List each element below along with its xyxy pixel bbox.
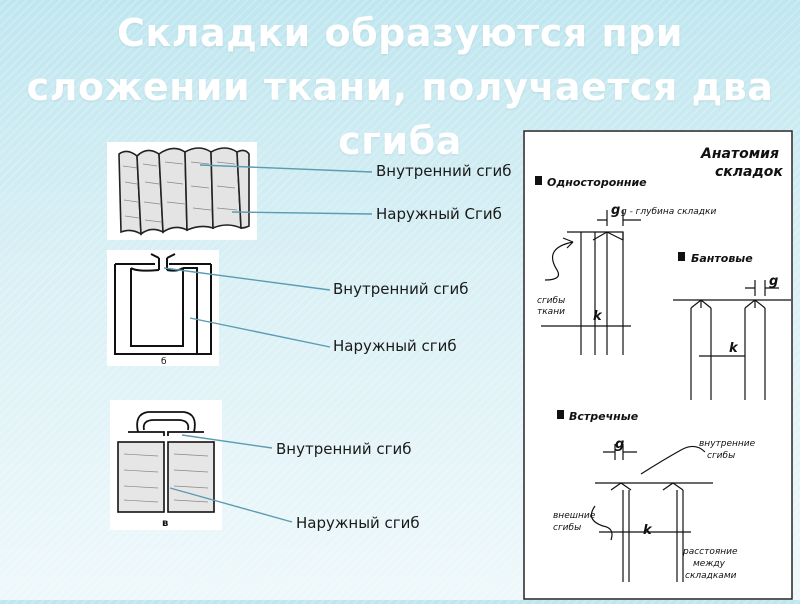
bow-bullet: [678, 252, 685, 261]
bow-g: g: [769, 274, 778, 289]
distance-2: между: [693, 559, 726, 569]
counter-k: k: [643, 523, 653, 538]
one-sided-g: g: [611, 203, 620, 218]
fold-2-inner-label: Внутренний сгиб: [333, 280, 469, 298]
fold-2-letter: б: [161, 357, 167, 366]
counter-g: g: [615, 437, 624, 452]
bends-fabric-2: ткани: [537, 307, 565, 317]
fold-image-1: [107, 142, 257, 240]
one-sided-k: k: [593, 309, 603, 324]
fold-3-outer-label: Наружный сгиб: [296, 514, 420, 532]
anatomy-title-2: складок: [715, 164, 783, 180]
counter-bullet: [557, 410, 564, 419]
one-sided-heading: Односторонние: [547, 176, 647, 189]
distance-1: расстояние: [682, 547, 738, 557]
fold-3-inner-label: Внутренний сгиб: [276, 440, 412, 458]
bends-fabric-1: сгибы: [537, 296, 565, 306]
bow-k: k: [729, 341, 739, 356]
inner-bends-2: сгибы: [707, 451, 735, 461]
inner-bends-1: внутренние: [699, 439, 756, 449]
anatomy-panel: Анатомия складок Односторонние g g - глу…: [523, 130, 793, 600]
outer-bends-2: сгибы: [553, 523, 581, 533]
outer-bends-1: внешние: [553, 511, 596, 521]
counter-heading: Встречные: [569, 410, 639, 423]
fold-image-3: в: [110, 400, 222, 530]
distance-3: складками: [685, 571, 737, 581]
bow-heading: Бантовые: [691, 252, 753, 265]
fold-image-2: б: [107, 250, 219, 367]
fold-1-outer-label: Наружный Сгиб: [376, 205, 502, 223]
one-sided-bullet: [535, 176, 542, 185]
fold-1-inner-label: Внутренний сгиб: [376, 162, 512, 180]
fold-3-letter: в: [162, 518, 168, 529]
slide-title: Складки образуются при сложении ткани, п…: [26, 11, 774, 163]
g-depth-text: g - глубина складки: [621, 207, 716, 217]
fold-2-outer-label: Наружный сгиб: [333, 337, 457, 355]
anatomy-title-1: Анатомия: [700, 146, 779, 162]
